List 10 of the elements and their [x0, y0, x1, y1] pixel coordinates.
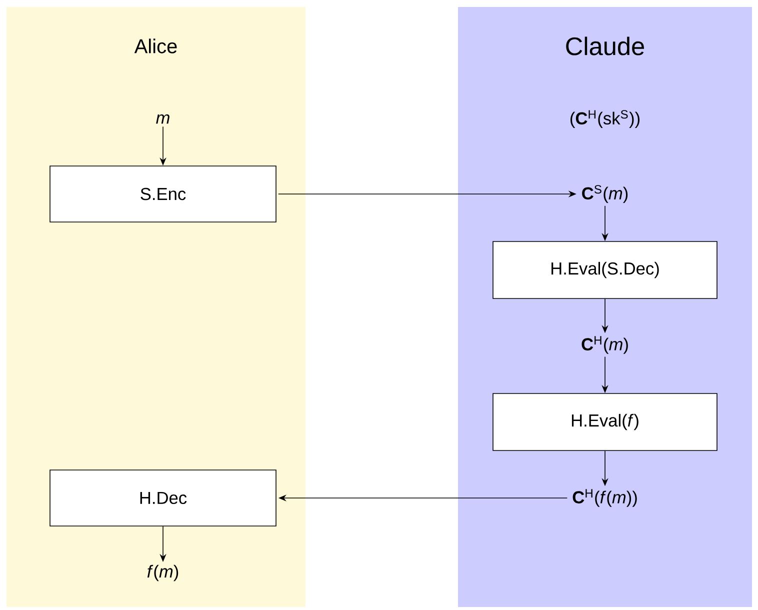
formula-text: f(m) [147, 564, 178, 582]
formula-text: C$^{S}$(m) [582, 185, 628, 203]
formula-text: m [156, 114, 170, 124]
process-box: S.Enc [50, 166, 276, 222]
process-box: H.Eval(S.Dec) [492, 241, 718, 299]
formula-text: C$^{H}$(m) [582, 336, 628, 354]
formula-text: C$^{H}$(f(m)) [572, 489, 637, 507]
process-box: H.Eval(f) [492, 393, 718, 451]
process-box: H.Dec [50, 470, 276, 526]
formula-text: (C$^{H}$(sk$^{S}$)) [570, 110, 640, 128]
